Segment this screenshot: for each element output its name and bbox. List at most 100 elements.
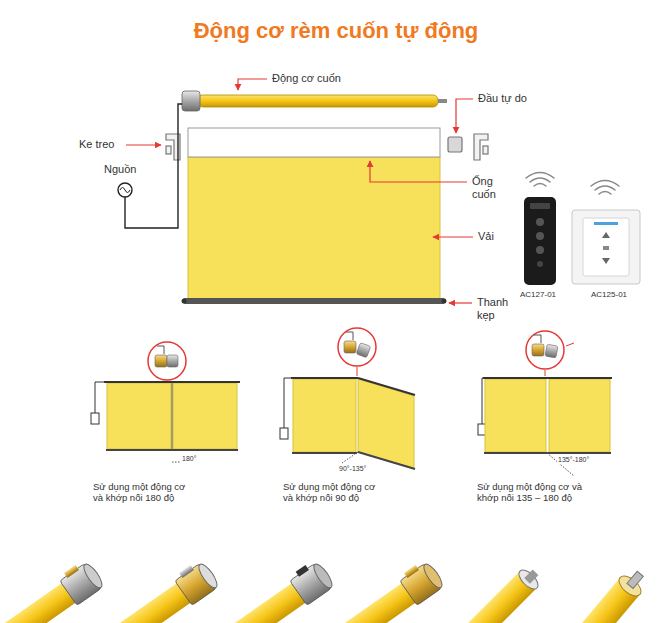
art-rect xyxy=(448,137,462,152)
hand-remote xyxy=(524,197,556,285)
brackets xyxy=(166,134,488,160)
art-path xyxy=(120,188,130,193)
model-label: AC125-01 xyxy=(590,290,628,299)
part-label: Nguồn xyxy=(103,163,137,176)
art-path xyxy=(602,232,610,238)
art-rect xyxy=(107,383,171,449)
part-label: Ống cuốn xyxy=(471,175,509,200)
art-path xyxy=(534,184,546,187)
art-path xyxy=(530,178,550,182)
art-rect xyxy=(173,383,237,449)
art-rect xyxy=(532,344,544,356)
art-rect xyxy=(182,91,200,111)
art-path xyxy=(534,335,541,343)
art-polygon xyxy=(358,379,414,468)
angle-label: 180° xyxy=(181,455,197,463)
wall-switch xyxy=(572,210,640,284)
part-label: Thanh kẹp xyxy=(476,296,520,321)
art-line xyxy=(172,383,173,450)
art-path xyxy=(370,161,467,182)
art-rect xyxy=(188,128,440,157)
angle-label: 90°-135° xyxy=(338,465,367,473)
art-rect xyxy=(188,157,440,299)
art-circle xyxy=(182,299,187,304)
caption-note: Sử dụng một động cơ và khớp nối 180 độ xyxy=(92,482,196,504)
art-ellipse xyxy=(196,562,220,591)
art-rect xyxy=(91,413,99,424)
art-rect xyxy=(530,203,550,209)
art-path xyxy=(595,186,615,190)
motor-head xyxy=(441,564,544,623)
leader-lines xyxy=(126,79,473,303)
art-circle xyxy=(118,183,132,197)
part-label: Ke treo xyxy=(78,138,115,151)
art-path xyxy=(526,173,554,179)
art-rect xyxy=(356,343,370,358)
art-path xyxy=(449,302,472,303)
art-rect xyxy=(64,565,79,578)
part-label: Vải xyxy=(477,230,495,243)
art-path xyxy=(456,99,473,133)
art-path xyxy=(602,258,610,264)
art-line xyxy=(483,377,612,379)
art-ellipse xyxy=(81,562,105,591)
art-rect xyxy=(603,246,609,250)
part-label: Đầu tự do xyxy=(477,92,528,105)
art-path xyxy=(599,192,611,195)
art-rect xyxy=(549,379,610,452)
art-ellipse xyxy=(311,562,335,591)
art-path xyxy=(284,378,292,428)
art-rect xyxy=(344,341,356,353)
config-90 xyxy=(280,328,415,469)
art-rect xyxy=(483,146,488,154)
art-path xyxy=(238,79,267,90)
art-line xyxy=(545,370,546,376)
art-line xyxy=(358,378,415,395)
motor-head xyxy=(556,565,650,623)
art-ellipse xyxy=(516,567,541,592)
art-rect xyxy=(572,210,640,284)
art-rect xyxy=(155,355,167,367)
art-circle xyxy=(338,328,376,366)
art-rect xyxy=(321,582,417,623)
art-path xyxy=(591,181,619,187)
art-path xyxy=(126,144,161,145)
caption-note: Sử dụng một động cơ và khớp nối 135 – 18… xyxy=(476,482,598,504)
art-circle xyxy=(537,261,543,267)
model-label: AC127-01 xyxy=(519,290,557,299)
art-circle xyxy=(526,331,564,369)
caption-note: Sử dụng một động cơ và khớp nối 90 độ xyxy=(282,482,386,504)
art-circle xyxy=(536,246,544,254)
motor-head xyxy=(207,558,335,623)
art-rect xyxy=(167,355,178,367)
art-rect xyxy=(583,218,629,276)
art-rect xyxy=(545,344,558,358)
art-circle xyxy=(536,232,544,240)
main-blind xyxy=(182,128,447,304)
art-rect xyxy=(96,582,192,623)
part-label: Động cơ cuốn xyxy=(271,72,342,85)
art-line xyxy=(292,452,357,454)
art-rect xyxy=(198,95,438,107)
art-path xyxy=(474,134,488,160)
motor-head xyxy=(0,558,106,623)
art-rect xyxy=(166,146,171,154)
art-rect xyxy=(485,379,546,452)
art-line xyxy=(172,462,181,463)
art-line xyxy=(357,367,358,376)
art-rect xyxy=(524,570,538,584)
art-circle xyxy=(148,342,186,380)
diagram-title: Động cơ rèm cuốn tự động xyxy=(0,18,672,43)
art-rect xyxy=(438,99,447,103)
art-path xyxy=(157,346,164,354)
motor-head xyxy=(92,558,220,623)
art-ellipse xyxy=(421,562,445,591)
motor-head xyxy=(317,558,445,623)
tube-motor xyxy=(182,91,447,111)
art-rect xyxy=(183,298,445,304)
art-path xyxy=(95,382,104,413)
art-circle xyxy=(536,218,544,226)
config-180 xyxy=(91,342,240,462)
